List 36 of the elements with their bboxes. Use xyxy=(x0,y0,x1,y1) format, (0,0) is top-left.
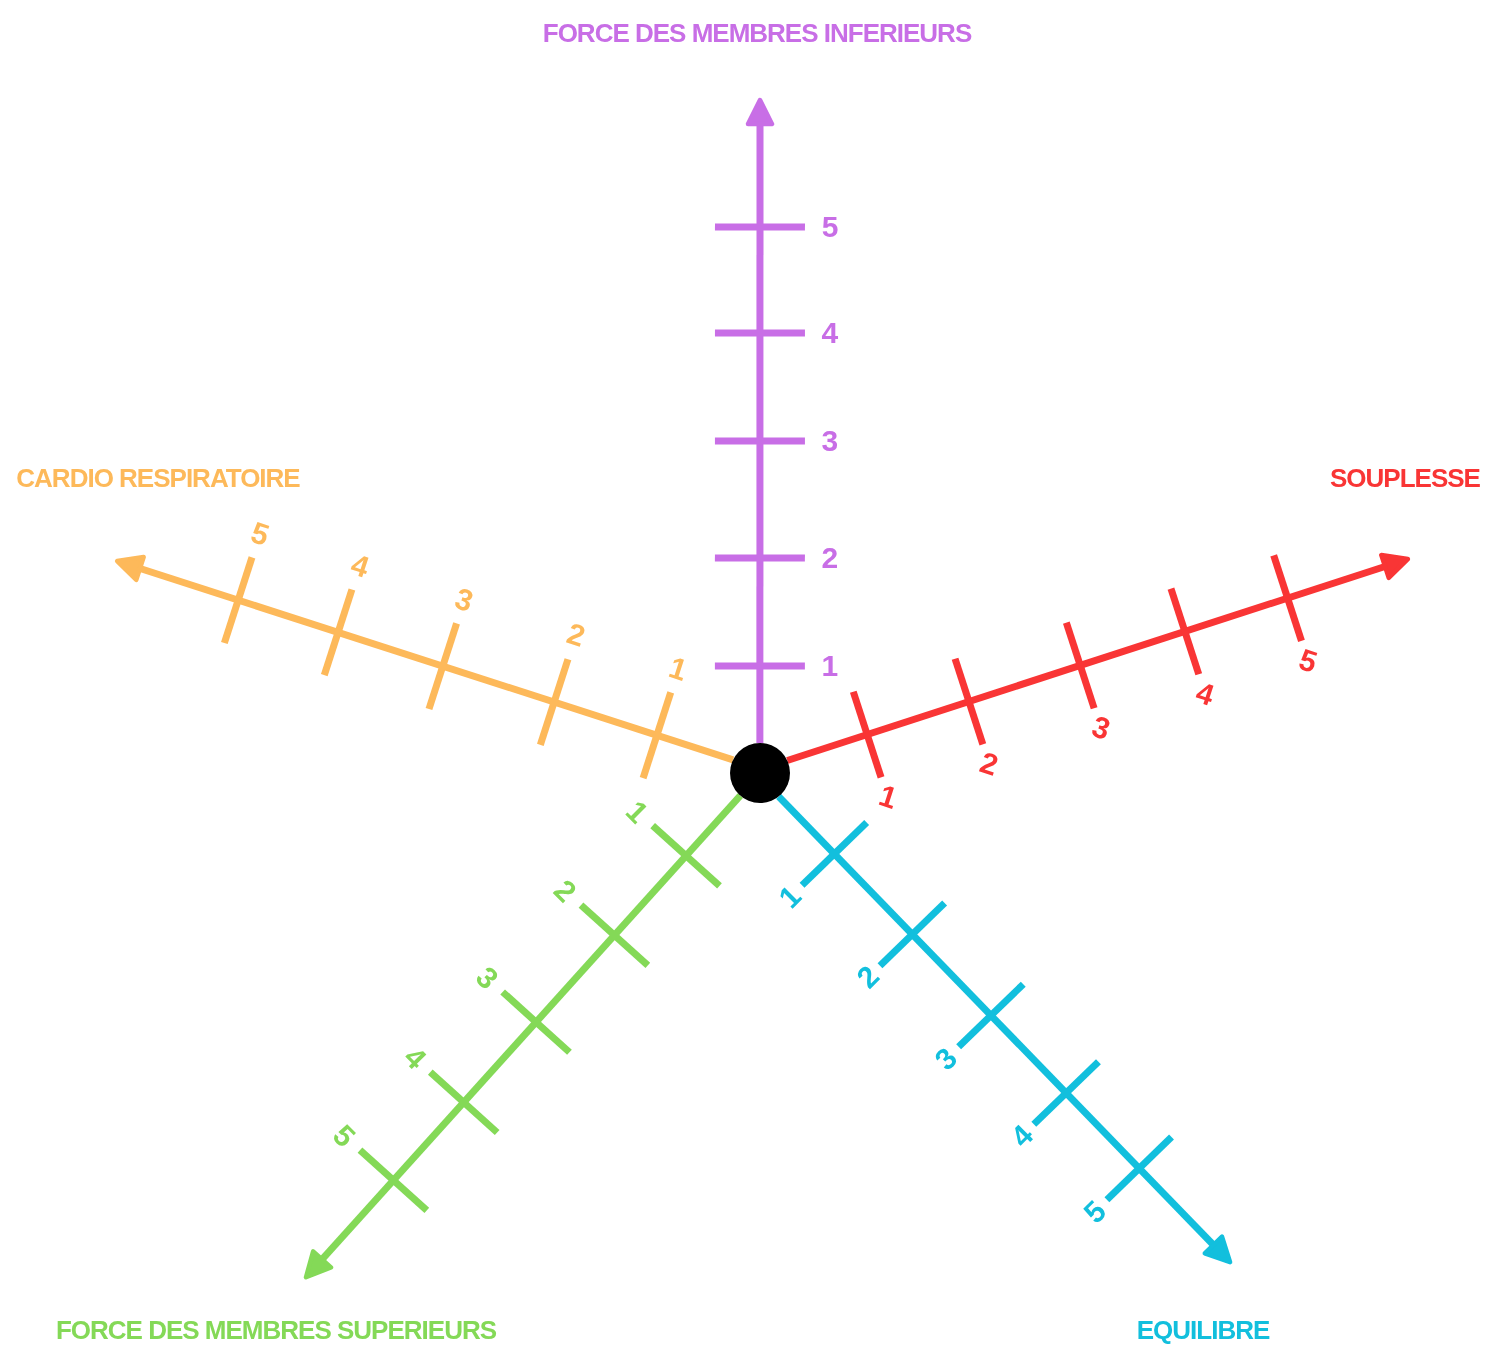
axis-title: FORCE DES MEMBRES INFERIEURS xyxy=(542,20,972,46)
tick-label: 5 xyxy=(247,516,273,551)
tick-label: 5 xyxy=(821,212,839,242)
axis-arrow xyxy=(786,552,1411,764)
tick-label: 5 xyxy=(327,1119,361,1153)
axis-arrow xyxy=(745,97,775,743)
tick-label: 4 xyxy=(347,548,373,583)
tick-label: 3 xyxy=(929,1042,963,1076)
tick-label: 3 xyxy=(451,582,477,617)
tick-label: 2 xyxy=(821,543,839,573)
tick-label: 1 xyxy=(821,651,839,681)
tick-label: 5 xyxy=(1295,644,1321,678)
tick-label: 1 xyxy=(665,651,691,686)
tick-label: 1 xyxy=(773,880,807,914)
tick-label: 2 xyxy=(548,874,582,908)
axis-arrow xyxy=(776,794,1233,1265)
axis-arrow xyxy=(303,793,743,1280)
center-dot xyxy=(730,743,790,803)
axis-arrow xyxy=(114,554,735,764)
tick-label: 1 xyxy=(875,780,901,815)
tick-label: 4 xyxy=(1192,677,1218,712)
tick-label: 2 xyxy=(976,747,1002,782)
axis-title: CARDIO RESPIRATOIRE xyxy=(16,465,300,491)
tick-label: 4 xyxy=(1005,1119,1039,1153)
axis-title: FORCE DES MEMBRES SUPERIEURS xyxy=(55,1317,497,1343)
axis-title: EQUILIBRE xyxy=(1136,1317,1270,1343)
tick-label: 2 xyxy=(851,961,885,994)
axis-title: SOUPLESSE xyxy=(1330,465,1480,491)
tick-label: 3 xyxy=(821,426,839,456)
tick-label: 2 xyxy=(563,618,589,653)
tick-label: 4 xyxy=(821,318,839,348)
tick-label: 1 xyxy=(620,795,654,829)
tick-label: 4 xyxy=(398,1041,432,1075)
tick-label: 3 xyxy=(470,961,504,995)
tick-label: 5 xyxy=(1078,1195,1112,1229)
tick-label: 3 xyxy=(1088,711,1114,746)
